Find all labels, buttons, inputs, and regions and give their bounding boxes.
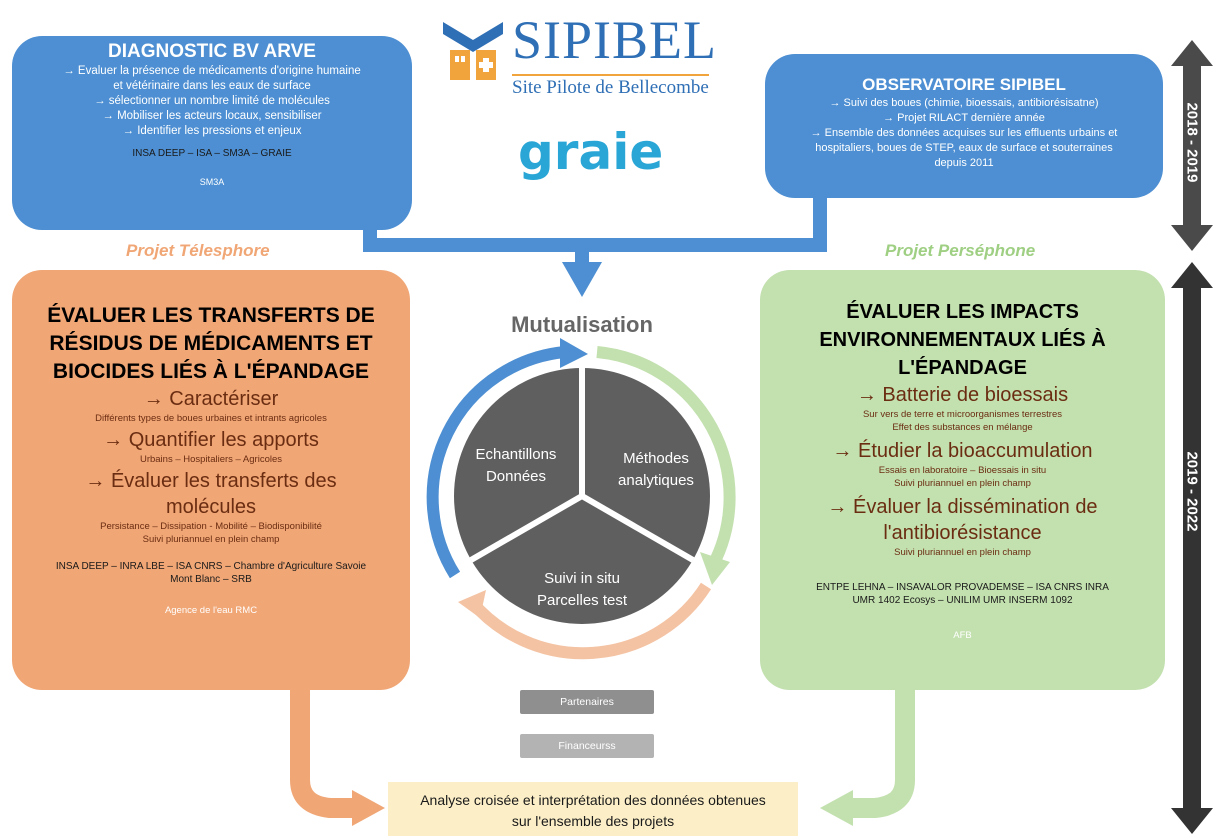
diagnostic-box: DIAGNOSTIC BV ARVE → Evaluer la présence… bbox=[12, 36, 412, 230]
telesphore-action-head: → Évaluer les transferts des molécules bbox=[85, 470, 337, 518]
observatoire-item: → Suivi des boues (chimie, bioessais, an… bbox=[829, 97, 1099, 109]
persephone-action-head: → Évaluer la dissémination de l'antibior… bbox=[827, 496, 1098, 544]
telesphore-extra: Suivi pluriannuel en plein champ bbox=[142, 534, 280, 545]
telesphore-action-head: → Quantifier les apports bbox=[103, 429, 319, 451]
sipibel-wordmark: SIPIBEL bbox=[512, 10, 718, 70]
cycle-segment-monitoring-line2: Parcelles test bbox=[536, 592, 628, 609]
legend-funders: Financeurss bbox=[520, 734, 654, 758]
sipibel-logo: SIPIBEL Site Pilote de Bellecombe bbox=[438, 10, 758, 100]
timeline-arrow-2 bbox=[1171, 262, 1213, 834]
observatoire-box: OBSERVATOIRE SIPIBEL → Suivi des boues (… bbox=[765, 54, 1163, 198]
diagnostic-title: DIAGNOSTIC BV ARVE bbox=[108, 41, 316, 62]
diagnostic-item: → Evaluer la présence de médicaments d'o… bbox=[63, 65, 361, 92]
persephone-partners: ENTPE LEHNA – INSAVALOR PROVADEMSE – ISA… bbox=[816, 582, 1109, 606]
timeline-period-1: 2018 - 2019 bbox=[1183, 102, 1201, 183]
diagnostic-item: → Identifier les pressions et enjeux bbox=[122, 125, 302, 137]
legend-partners: Partenaires bbox=[520, 690, 654, 714]
cycle-segment-methods: Méthodes analytiques bbox=[618, 450, 694, 489]
bottom-analysis-box: Analyse croisée et interprétation des do… bbox=[388, 782, 798, 836]
diagnostic-item: → Mobiliser les acteurs locaux, sensibil… bbox=[102, 110, 322, 122]
telesphore-action-detail: Urbains – Hospitaliers – Agricoles bbox=[139, 454, 283, 465]
persephone-action-head: → Batterie de bioessais bbox=[856, 384, 1069, 406]
persephone-action-detail: Sur vers de terre et microorganismes ter… bbox=[862, 409, 1063, 420]
persephone-box: ÉVALUER LES IMPACTS ENVIRONNEMENTAUX LIÉ… bbox=[760, 270, 1165, 690]
telesphore-action-head: → Caractériser bbox=[143, 388, 279, 410]
diagnostic-item: → sélectionner un nombre limité de moléc… bbox=[94, 95, 330, 107]
telesphore-partners: INSA DEEP – INRA LBE – ISA CNRS – Chambr… bbox=[55, 561, 367, 585]
right-bottom-arrow bbox=[820, 690, 915, 826]
left-bottom-arrow bbox=[290, 690, 385, 826]
top-connector-arrow bbox=[363, 180, 827, 297]
observatoire-item: → Projet RILACT dernière année bbox=[883, 112, 1045, 124]
mutualisation-cycle bbox=[426, 338, 736, 660]
cycle-segment-samples: Echantillons Données bbox=[475, 446, 557, 485]
persephone-action-head: → Étudier la bioaccumulation bbox=[832, 440, 1093, 462]
persephone-action-detail: Suivi pluriannuel en plein champ bbox=[894, 547, 1031, 558]
observatoire-item: → Ensemble des données acquises sur les … bbox=[810, 127, 1118, 169]
persephone-title: ÉVALUER LES IMPACTS ENVIRONNEMENTAUX LIÉ… bbox=[819, 301, 1106, 379]
cycle-segment-monitoring-line1: Suivi in situ bbox=[544, 570, 620, 587]
observatoire-title: OBSERVATOIRE SIPIBEL bbox=[862, 75, 1066, 94]
persephone-funder: AFB bbox=[953, 630, 972, 641]
timeline-arrow-1 bbox=[1171, 40, 1213, 251]
telesphore-action-detail: Persistance – Dissipation - Mobilité – B… bbox=[100, 521, 322, 532]
timeline-period-2: 2019 - 2022 bbox=[1183, 451, 1201, 532]
sipibel-subtitle: Site Pilote de Bellecombe bbox=[512, 74, 709, 99]
house-icon bbox=[443, 22, 503, 80]
telesphore-box: ÉVALUER LES TRANSFERTS DE RÉSIDUS DE MÉD… bbox=[12, 270, 410, 690]
telesphore-funder: Agence de l'eau RMC bbox=[164, 605, 258, 616]
persephone-action-detail: Essais en laboratoire – Bioessais in sit… bbox=[878, 465, 1047, 476]
diagnostic-partners: INSA DEEP – ISA – SM3A – GRAIE bbox=[132, 148, 292, 159]
graie-logo: graie bbox=[518, 123, 664, 181]
persephone-action-detail: Suivi pluriannuel en plein champ bbox=[894, 478, 1031, 489]
persephone-project-label: Projet Perséphone bbox=[885, 241, 1036, 260]
cycle-segment-monitoring: Suivi in situ Parcelles test bbox=[512, 568, 652, 612]
telesphore-action-detail: Différents types de boues urbaines et in… bbox=[95, 413, 327, 424]
persephone-action-detail: Effet des substances en mélange bbox=[892, 422, 1033, 433]
telesphore-project-label: Projet Télesphore bbox=[126, 241, 270, 260]
telesphore-title: ÉVALUER LES TRANSFERTS DE RÉSIDUS DE MÉD… bbox=[47, 304, 375, 383]
mutualisation-title: Mutualisation bbox=[511, 312, 653, 337]
diagnostic-funder: SM3A bbox=[199, 177, 225, 187]
